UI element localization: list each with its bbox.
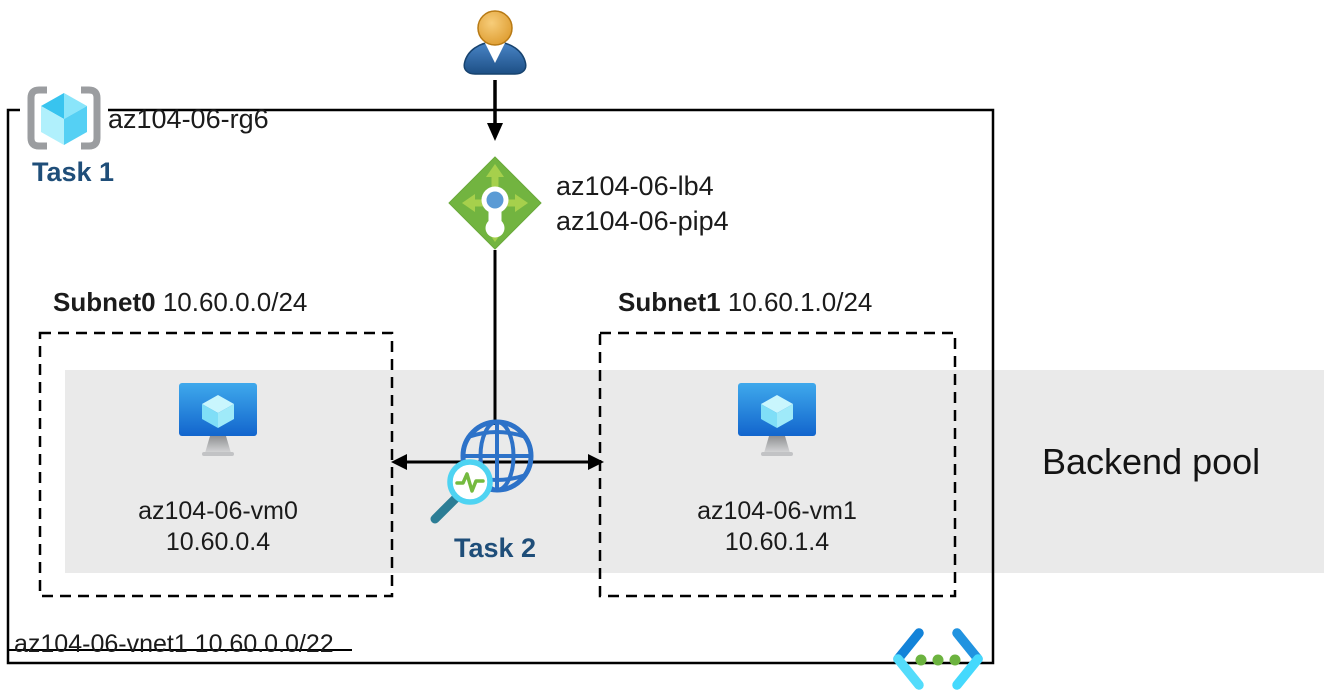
subnet0-name: Subnet0 [53, 287, 156, 317]
vnet-label: az104-06-vnet1 10.60.0.0/22 [14, 630, 334, 658]
task1-label: Task 1 [32, 157, 115, 187]
vnet-icon [893, 628, 983, 690]
user-icon [463, 10, 527, 75]
subnet1-cidr: 10.60.1.0/24 [727, 287, 873, 317]
backend-pool-band [65, 370, 1324, 573]
vm0-label: az104-06-vm0 10.60.0.4 [88, 496, 348, 558]
load-balancer-labels: az104-06-lb4 az104-06-pip4 [556, 169, 729, 239]
subnet0-title: Subnet0 10.60.0.0/24 [53, 287, 307, 318]
backend-pool-label: Backend pool [1042, 441, 1261, 482]
resource-group-box [6, 108, 995, 665]
vm1-ip: 10.60.1.4 [724, 528, 830, 556]
subnet1-name: Subnet1 [618, 287, 721, 317]
subnet0-cidr: 10.60.0.0/24 [162, 287, 308, 317]
task2-label: Task 2 [453, 533, 537, 563]
resource-group-label: az104-06-rg6 [108, 104, 269, 134]
vm1-label: az104-06-vm1 10.60.1.4 [647, 496, 907, 558]
subnet1-title: Subnet1 10.60.1.0/24 [618, 287, 872, 318]
user-to-lb-arrow [487, 80, 503, 141]
vm0-name: az104-06-vm0 [138, 497, 298, 525]
magnifier-pulse-icon [430, 459, 493, 524]
vm0-ip: 10.60.0.4 [165, 528, 271, 556]
load-balancer-icon [448, 156, 542, 250]
resource-group-icon [27, 86, 101, 150]
vm1-name: az104-06-vm1 [697, 497, 857, 525]
subnet0-box [38, 331, 394, 598]
public-ip-name: az104-06-pip4 [556, 206, 729, 236]
subnet1-box [598, 331, 957, 598]
load-balancer-name: az104-06-lb4 [556, 171, 714, 201]
